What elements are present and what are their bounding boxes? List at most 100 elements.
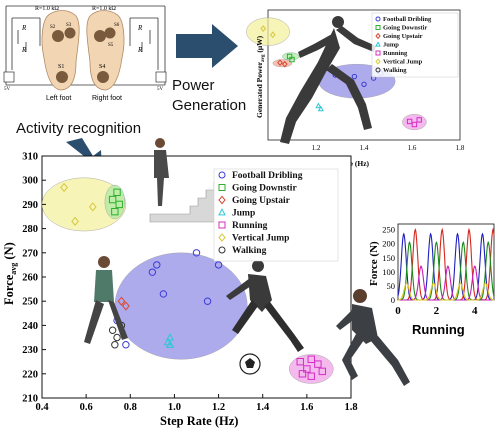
legend-marker-3 xyxy=(218,208,226,216)
power-generation-label-2: Generation xyxy=(172,97,246,114)
walker-figure xyxy=(84,256,128,344)
main-y-axis-label: Forceavg (N) xyxy=(2,242,18,305)
data-point-0-4 xyxy=(203,297,212,305)
inset-legend-box xyxy=(371,12,459,78)
resistor-label-right: R=1.0 kΩ xyxy=(92,6,116,12)
dribbling-player-figure xyxy=(226,260,304,352)
data-point-5-0 xyxy=(260,25,267,32)
sensor-s1 xyxy=(56,71,68,83)
sensor-label-s5: S5 xyxy=(108,43,114,48)
arrow-right-icon xyxy=(176,24,238,68)
data-point-2-1 xyxy=(281,60,288,68)
inset-y-axis-label-unit: (μW) xyxy=(255,35,264,54)
force-y-tick-label: 250 xyxy=(382,225,395,235)
data-point-4-2 xyxy=(416,117,422,123)
inset-legend-label-6: Walking xyxy=(383,67,407,74)
data-point-1-1 xyxy=(113,188,121,197)
data-point-0-3 xyxy=(361,81,367,87)
inset-legend-marker-6 xyxy=(375,67,381,73)
main-y-tick-label: 250 xyxy=(22,297,38,308)
sensor-s4 xyxy=(97,71,109,83)
sensor-s2 xyxy=(52,30,64,42)
battery-right-icon xyxy=(155,71,167,83)
inset-x-tick-label: 1.2 xyxy=(312,144,321,152)
data-point-4-1 xyxy=(411,121,418,128)
cluster-ellipse-3 xyxy=(282,52,300,61)
cluster-ellipse-3 xyxy=(288,354,334,384)
main-x-tick-label: 1.0 xyxy=(168,402,181,413)
main-y-tick-label: 310 xyxy=(22,152,38,163)
main-x-tick-label: 1.2 xyxy=(212,402,225,413)
data-point-3-1 xyxy=(317,105,324,112)
soccer-ball-icon xyxy=(239,353,261,375)
r-label-2: R xyxy=(21,46,27,54)
data-point-2-0 xyxy=(277,59,283,67)
data-point-4-3 xyxy=(314,360,322,368)
inset-y-axis-label-sub: avg xyxy=(261,54,266,62)
inset-legend-marker-0 xyxy=(375,16,381,22)
inset-legend-label-1: Going Downstir xyxy=(383,25,427,32)
legend-label-6: Walking xyxy=(232,246,267,256)
data-point-5-1 xyxy=(71,216,79,226)
data-point-4-0 xyxy=(406,118,413,125)
force-x-tick-label: 2 xyxy=(434,305,440,317)
data-point-0-5 xyxy=(214,261,223,269)
data-point-0-3 xyxy=(192,249,201,257)
data-point-3-2 xyxy=(165,340,175,348)
data-point-4-6 xyxy=(298,370,307,378)
data-point-0-2 xyxy=(351,73,358,80)
data-point-2-1 xyxy=(122,301,130,311)
main-y-axis-label-sub: avg xyxy=(9,263,18,275)
data-point-6-3 xyxy=(111,341,119,349)
main-x-tick-label: 0.4 xyxy=(35,402,49,413)
data-point-0-2 xyxy=(159,290,168,298)
data-point-2-0 xyxy=(117,296,126,306)
main-x-tick-label: 1.6 xyxy=(300,402,313,413)
inset-y-axis-label-main: Generated Power xyxy=(255,61,264,118)
legend-label-5: Vertical Jump xyxy=(232,234,289,244)
cluster-ellipse-2 xyxy=(104,184,125,220)
inset-x-tick-label: 1.8 xyxy=(456,144,465,152)
sensor-s6 xyxy=(104,27,116,39)
main-y-tick-label: 210 xyxy=(22,394,38,405)
data-point-3-0 xyxy=(315,102,322,109)
data-point-1-2 xyxy=(115,200,123,209)
legend-label-4: Running xyxy=(232,221,268,231)
inset-legend-marker-2 xyxy=(375,32,381,40)
legend-label-2: Going Upstair xyxy=(232,196,291,206)
legend-marker-4 xyxy=(218,221,226,229)
legend-marker-6 xyxy=(218,246,226,254)
force-chart-title: Running xyxy=(412,322,465,337)
legend-marker-2 xyxy=(218,195,226,205)
main-x-tick-label: 1.4 xyxy=(256,402,270,413)
data-point-0-6 xyxy=(122,341,130,349)
cluster-ellipse-0 xyxy=(114,252,248,360)
data-point-6-0 xyxy=(108,326,117,334)
inset-x-axis-label: Rate (Hz) xyxy=(338,159,370,168)
force-x-tick-label: 0 xyxy=(395,305,401,317)
legend-marker-0 xyxy=(218,171,226,179)
inset-legend-marker-3 xyxy=(375,41,381,47)
main-x-tick-label: 1.8 xyxy=(344,402,357,413)
legend-marker-1 xyxy=(218,184,226,191)
main-x-axis-label: Step Rate (Hz) xyxy=(160,414,238,428)
main-y-tick-label: 270 xyxy=(22,248,38,259)
battery-left-icon xyxy=(3,71,15,83)
data-point-1-1 xyxy=(289,56,295,63)
main-y-axis-label-main: Force xyxy=(2,274,16,305)
main-x-tick-label: 0.8 xyxy=(124,402,137,413)
power-generation-label-1: Power xyxy=(172,77,215,94)
data-point-4-5 xyxy=(307,355,315,363)
sensor-s3 xyxy=(64,27,76,39)
force-x-tick-label: 4 xyxy=(472,305,478,317)
main-y-tick-label: 230 xyxy=(22,345,38,356)
main-x-tick-label: 0.6 xyxy=(80,402,93,413)
data-point-3-1 xyxy=(165,332,175,341)
inset-legend-label-2: Going Upstair xyxy=(383,33,423,40)
data-point-4-2 xyxy=(307,372,315,380)
data-point-0-1 xyxy=(153,261,161,269)
legend-label-1: Going Downstir xyxy=(232,184,297,194)
